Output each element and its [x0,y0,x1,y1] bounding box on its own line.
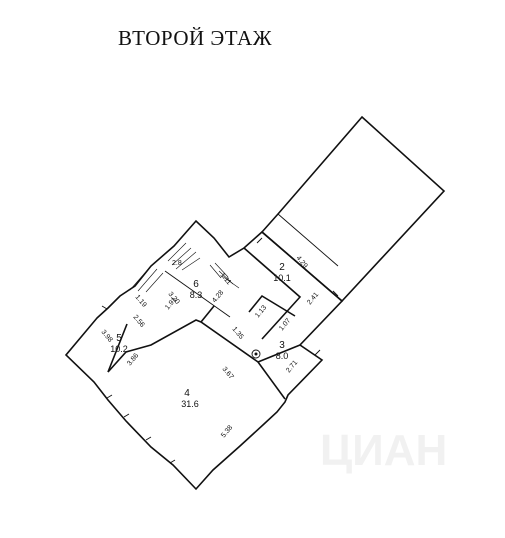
boiler-dot [254,352,258,356]
watermark: ЦИАН [320,426,447,475]
room-5-area: 10.2 [110,344,128,354]
dim-4-28: 4.28 [211,289,225,304]
room-5-label: 5 10.2 [110,333,128,354]
room-3-area: 8.0 [276,351,289,361]
dim-3-98: 3.98 [99,329,113,344]
dim-2-56: 2.56 [131,314,145,329]
outer-wall [64,219,344,491]
dim-1-19: 1.19 [133,294,147,309]
room-4-number: 4 [184,388,190,399]
dim-3-86: 3.86 [126,352,140,367]
dim-1-13: 1.13 [254,304,268,319]
room-6-area: 8.3 [190,290,203,300]
dim-3-67: 3.67 [220,366,234,381]
dim-1-11: 1.11 [218,272,232,287]
room-3-label: 3 8.0 [276,340,289,361]
dim-2-71: 2.71 [285,359,299,374]
room-5-number: 5 [116,333,122,344]
floor-title: ВТОРОЙ ЭТАЖ [117,26,273,50]
interior-walls [107,247,302,400]
room-4-area: 31.6 [181,399,199,409]
room-2-area: 10.1 [273,273,291,283]
room-4-label: 4 31.6 [181,388,199,409]
room-3-number: 3 [279,340,285,351]
room-6-label: 6 8.3 [190,279,203,300]
dim-2-8: 2.8 [172,260,182,267]
staircase [129,242,240,293]
dim-2-41: 2.41 [306,291,320,306]
room-2-label: 2 10.1 [273,262,291,283]
dim-5-38: 5.38 [220,424,234,439]
window-marks [101,237,339,464]
dim-1-35: 1.35 [230,326,244,341]
room-6-number: 6 [193,279,199,290]
room-2-number: 2 [279,262,285,273]
boiler-icon [251,349,261,359]
